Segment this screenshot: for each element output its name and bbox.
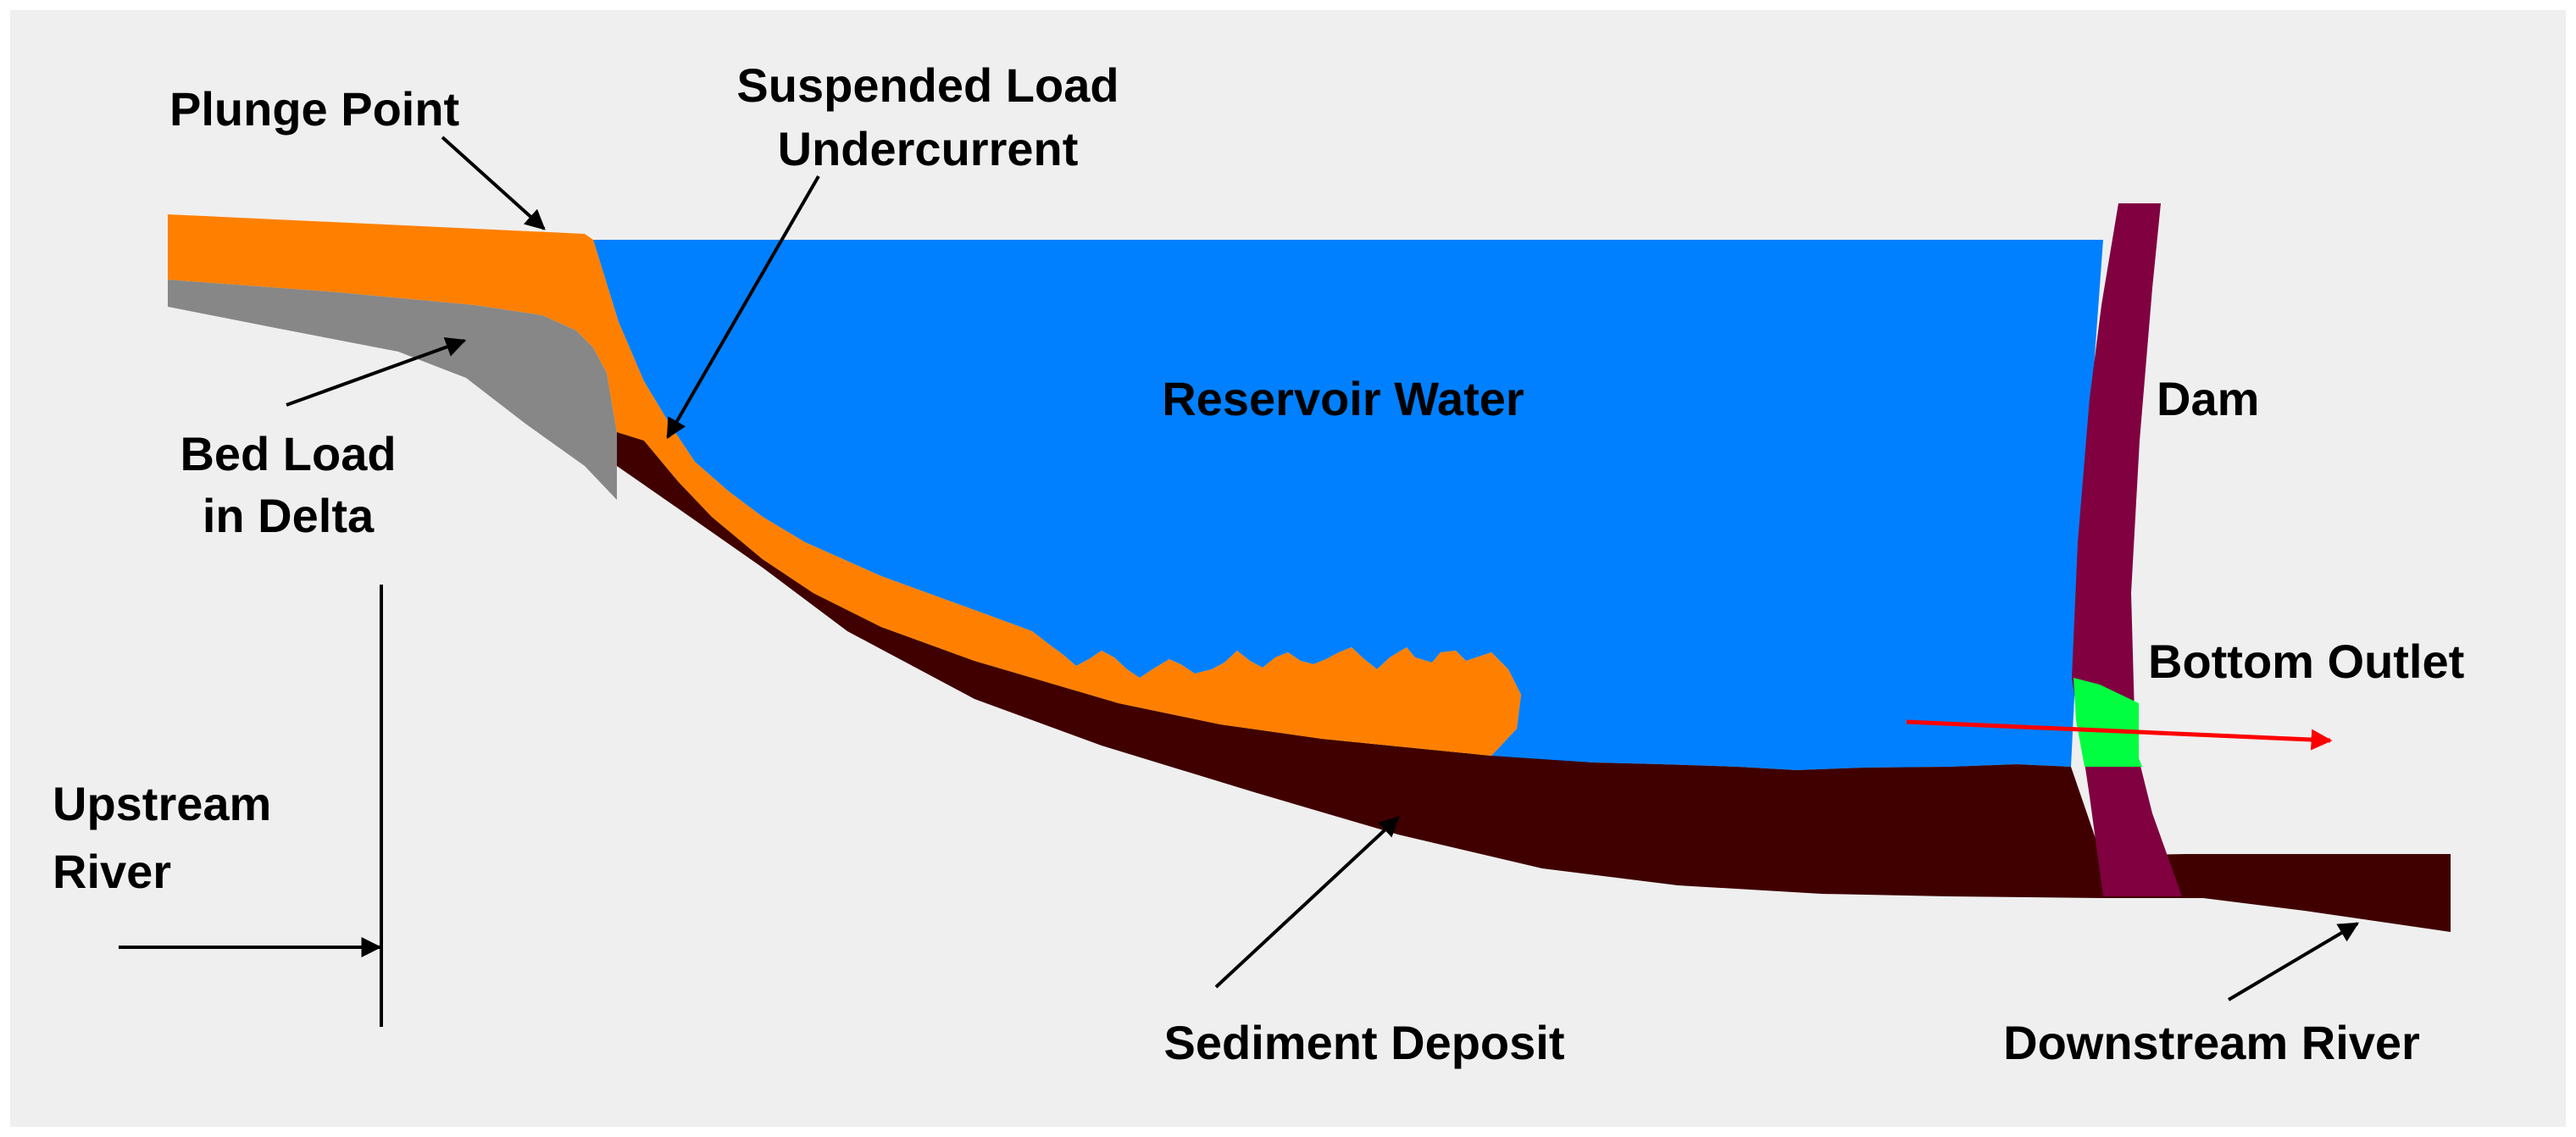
bed-load-label-line1: Bed Load xyxy=(180,427,396,480)
dam-label: Dam xyxy=(2157,372,2259,425)
reservoir-water-body xyxy=(593,240,2103,770)
sediment-deposit xyxy=(617,432,2451,932)
bed-load-leader-arrow xyxy=(286,337,467,407)
suspended-load-leader-arrow xyxy=(666,175,820,440)
reservoir-water-label: Reservoir Water xyxy=(1162,372,1524,425)
downstream-river-label: Downstream River xyxy=(2003,1016,2420,1069)
bed-load-label-line2: in Delta xyxy=(203,489,375,542)
plunge-point-label: Plunge Point xyxy=(169,82,459,136)
bottom-outlet-opening xyxy=(2074,678,2142,767)
suspended-load-undercurrent xyxy=(168,214,1521,756)
sediment-deposit-label: Sediment Deposit xyxy=(1164,1016,1565,1069)
suspended-load-label-line2: Undercurrent xyxy=(778,122,1079,175)
bottom-outlet-label: Bottom Outlet xyxy=(2148,635,2464,688)
downstream-river-leader-arrow xyxy=(2227,922,2360,1001)
bed-load-delta xyxy=(168,280,617,500)
suspended-load-label-line1: Suspended Load xyxy=(736,58,1119,112)
sediment-deposit-leader-arrow xyxy=(1214,816,1400,989)
plunge-point-leader-arrow xyxy=(441,136,546,230)
upstream-river-label-line1: Upstream xyxy=(53,777,271,830)
outlet-flow-arrow xyxy=(1906,719,2333,751)
upstream-river-label-line2: River xyxy=(53,845,171,898)
